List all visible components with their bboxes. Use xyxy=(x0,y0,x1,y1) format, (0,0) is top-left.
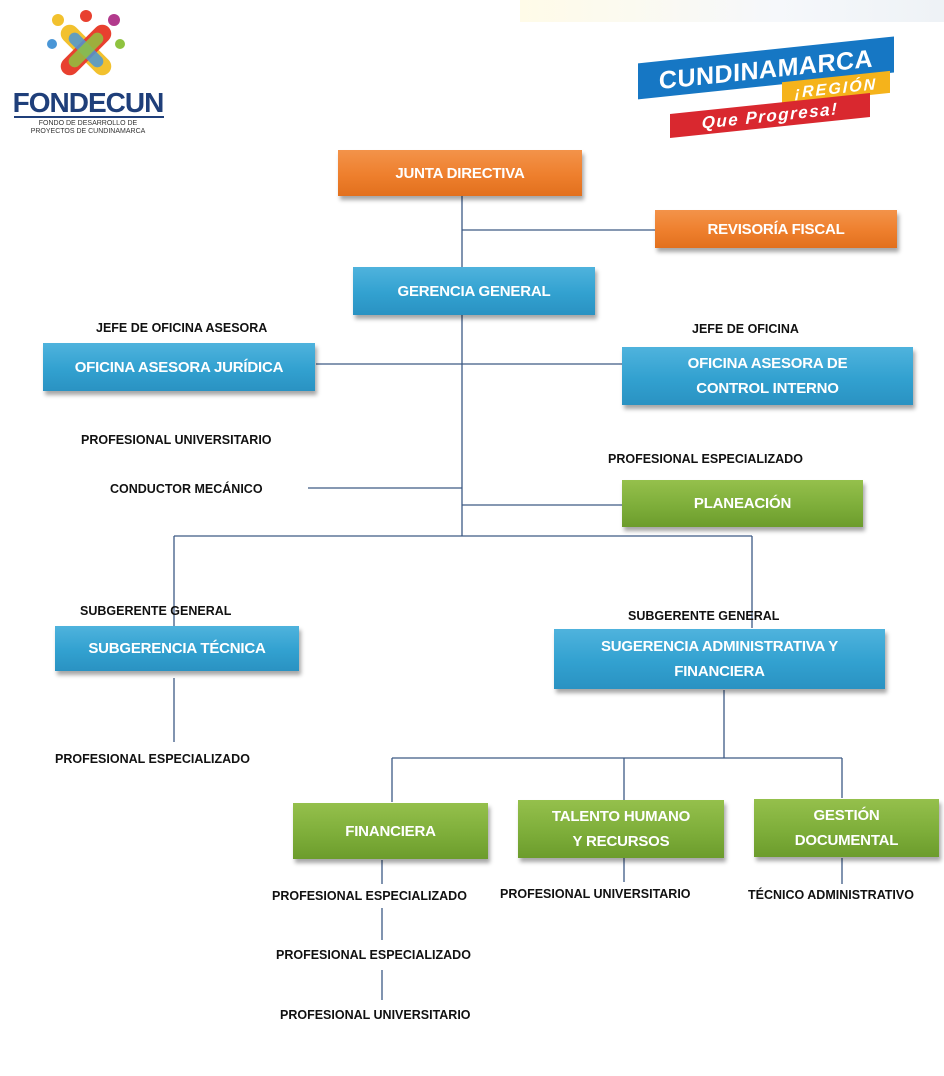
box-talento-humano-line1: TALENTO HUMANO xyxy=(551,808,691,825)
header-background xyxy=(520,0,944,22)
box-oficina-asesora-juridica: OFICINA ASESORA JURÍDICA xyxy=(43,343,315,391)
box-oficina-control-interno-line2: CONTROL INTERNO xyxy=(696,380,839,397)
label-subgerente-general-tecnica: SUBGERENTE GENERAL xyxy=(80,604,232,618)
box-gestion-documental-line2: DOCUMENTAL xyxy=(794,832,899,849)
box-subgerencia-administrativa-line1: SUGERENCIA ADMINISTRATIVA Y xyxy=(600,638,839,655)
label-profesional-especializado-financiera-1: PROFESIONAL ESPECIALIZADO xyxy=(272,889,467,903)
box-gerencia-general: GERENCIA GENERAL xyxy=(353,267,595,315)
cundinamarca-logo: CUNDINAMARCA ¡REGIÓN Que Progresa! xyxy=(638,36,894,139)
box-revisoria-fiscal: REVISORÍA FISCAL xyxy=(655,210,897,248)
box-subgerencia-administrativa: SUGERENCIA ADMINISTRATIVA Y FINANCIERA xyxy=(554,629,885,689)
label-profesional-especializado-tecnica: PROFESIONAL ESPECIALIZADO xyxy=(55,752,250,766)
box-gestion-documental-line1: GESTIÓN xyxy=(813,807,880,824)
box-planeacion-label: PLANEACIÓN xyxy=(693,495,792,512)
fondecun-logo-name: FONDECUN xyxy=(13,87,164,118)
box-planeacion: PLANEACIÓN xyxy=(622,480,863,527)
label-jefe-oficina-asesora: JEFE DE OFICINA ASESORA xyxy=(96,321,268,335)
box-revisoria-fiscal-label: REVISORÍA FISCAL xyxy=(707,220,845,238)
box-financiera: FINANCIERA xyxy=(293,803,488,859)
label-conductor-mecanico: CONDUCTOR MECÁNICO xyxy=(110,482,263,496)
label-profesional-especializado-planeacion: PROFESIONAL ESPECIALIZADO xyxy=(608,452,803,466)
box-oficina-control-interno: OFICINA ASESORA DE CONTROL INTERNO xyxy=(622,347,913,405)
label-profesional-universitario-gerencia: PROFESIONAL UNIVERSITARIO xyxy=(81,433,272,447)
box-junta-directiva: JUNTA DIRECTIVA xyxy=(338,150,582,196)
fondecun-logo-subtitle-2: PROYECTOS DE CUNDINAMARCA xyxy=(31,128,146,135)
box-oficina-control-interno-line1: OFICINA ASESORA DE xyxy=(687,355,848,372)
box-subgerencia-tecnica-label: SUBGERENCIA TÉCNICA xyxy=(88,640,266,657)
label-profesional-especializado-financiera-2: PROFESIONAL ESPECIALIZADO xyxy=(276,948,471,962)
fondecun-logo: FONDECUN FONDO DE DESARROLLO DE PROYECTO… xyxy=(13,10,164,135)
label-profesional-universitario-financiera: PROFESIONAL UNIVERSITARIO xyxy=(280,1008,471,1022)
label-tecnico-administrativo: TÉCNICO ADMINISTRATIVO xyxy=(748,888,914,902)
label-jefe-oficina: JEFE DE OFICINA xyxy=(692,322,799,336)
box-oficina-asesora-juridica-label: OFICINA ASESORA JURÍDICA xyxy=(74,358,284,376)
label-subgerente-general-administrativa: SUBGERENTE GENERAL xyxy=(628,609,780,623)
box-financiera-label: FINANCIERA xyxy=(345,822,436,840)
svg-text:FONDECUN: FONDECUN xyxy=(13,87,164,118)
box-subgerencia-tecnica: SUBGERENCIA TÉCNICA xyxy=(55,626,299,671)
box-talento-humano-line2: Y RECURSOS xyxy=(572,833,670,850)
box-subgerencia-administrativa-line2: FINANCIERA xyxy=(674,663,765,680)
svg-text:PROYECTOS DE CUNDINAMARCA: PROYECTOS DE CUNDINAMARCA xyxy=(31,128,146,135)
box-talento-humano: TALENTO HUMANO Y RECURSOS xyxy=(518,800,724,858)
label-profesional-universitario-talento: PROFESIONAL UNIVERSITARIO xyxy=(500,887,691,901)
box-gestion-documental: GESTIÓN DOCUMENTAL xyxy=(754,799,939,857)
box-gerencia-general-label: GERENCIA GENERAL xyxy=(397,282,551,300)
fondecun-logo-subtitle-1: FONDO DE DESARROLLO DE xyxy=(39,120,138,127)
box-junta-directiva-label: JUNTA DIRECTIVA xyxy=(395,164,525,182)
svg-text:FONDO DE DESARROLLO DE: FONDO DE DESARROLLO DE xyxy=(39,120,138,127)
